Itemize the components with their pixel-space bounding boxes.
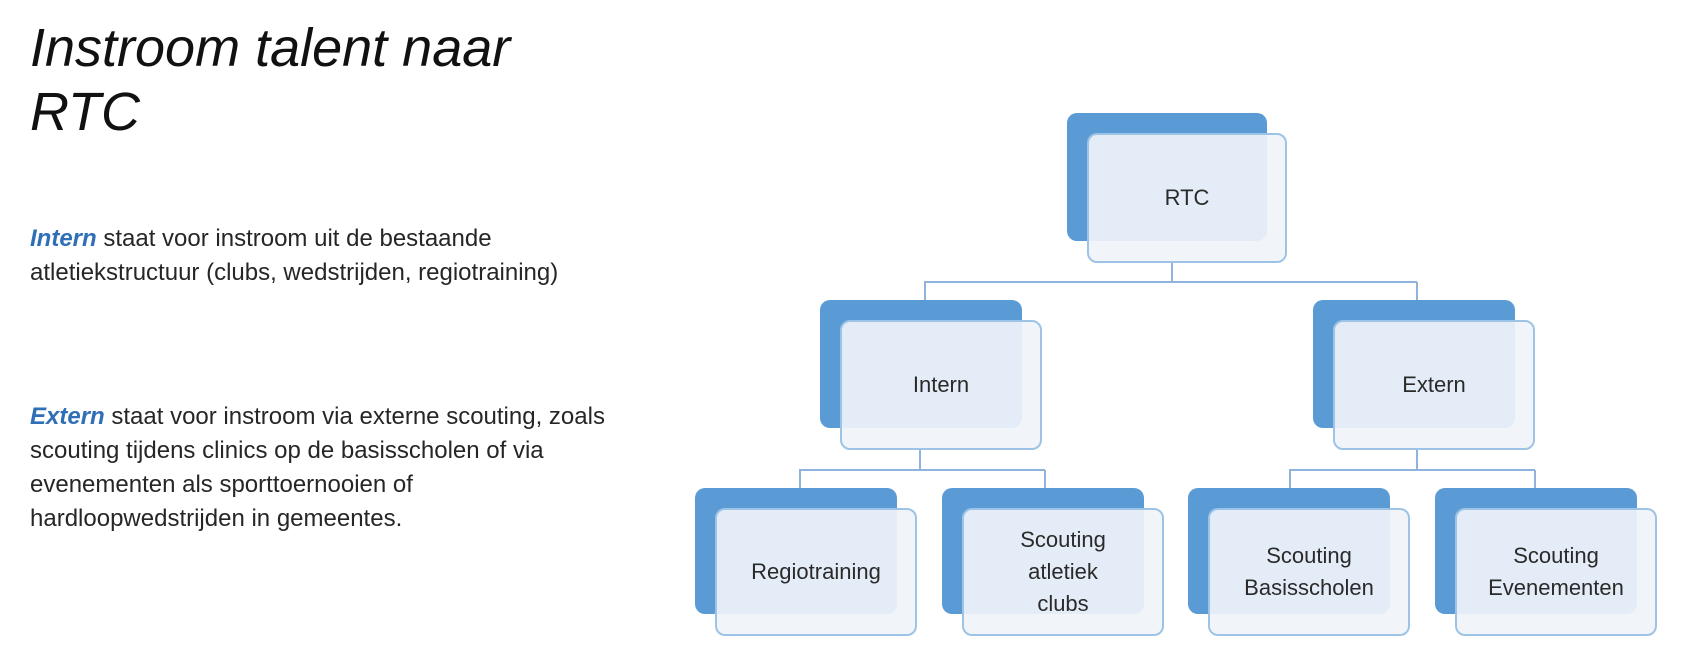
node-extern: Extern xyxy=(1313,300,1535,450)
node-scouting-evenementen: Scouting Evenementen xyxy=(1435,488,1657,636)
connector-rtc xyxy=(924,262,1173,302)
node-scouting-clubs-label: Scouting atletiek clubs xyxy=(962,508,1164,636)
node-scouting-evenementen-label: Scouting Evenementen xyxy=(1455,508,1657,636)
connector-intern xyxy=(799,448,921,490)
intern-description: Intern staat voor instroom uit de bestaa… xyxy=(30,222,620,290)
node-scouting-clubs: Scouting atletiek clubs xyxy=(942,488,1164,636)
intern-text: staat voor instroom uit de bestaande atl… xyxy=(30,225,559,286)
node-scouting-basisscholen-label: Scouting Basisscholen xyxy=(1208,508,1410,636)
node-extern-label: Extern xyxy=(1333,320,1535,450)
node-rtc: RTC xyxy=(1067,113,1287,263)
slide-title: Instroom talent naar RTC xyxy=(30,18,511,142)
connector-extern xyxy=(1289,448,1418,490)
extern-description: Extern staat voor instroom via externe s… xyxy=(30,400,620,536)
node-scouting-basisscholen: Scouting Basisscholen xyxy=(1188,488,1410,636)
extern-keyword: Extern xyxy=(30,403,105,430)
extern-text: staat voor instroom via externe scouting… xyxy=(30,403,605,532)
node-regiotraining-label: Regiotraining xyxy=(715,508,917,636)
node-rtc-label: RTC xyxy=(1087,133,1287,263)
node-intern-label: Intern xyxy=(840,320,1042,450)
node-intern: Intern xyxy=(820,300,1042,450)
node-regiotraining: Regiotraining xyxy=(695,488,917,636)
intern-keyword: Intern xyxy=(30,225,97,252)
